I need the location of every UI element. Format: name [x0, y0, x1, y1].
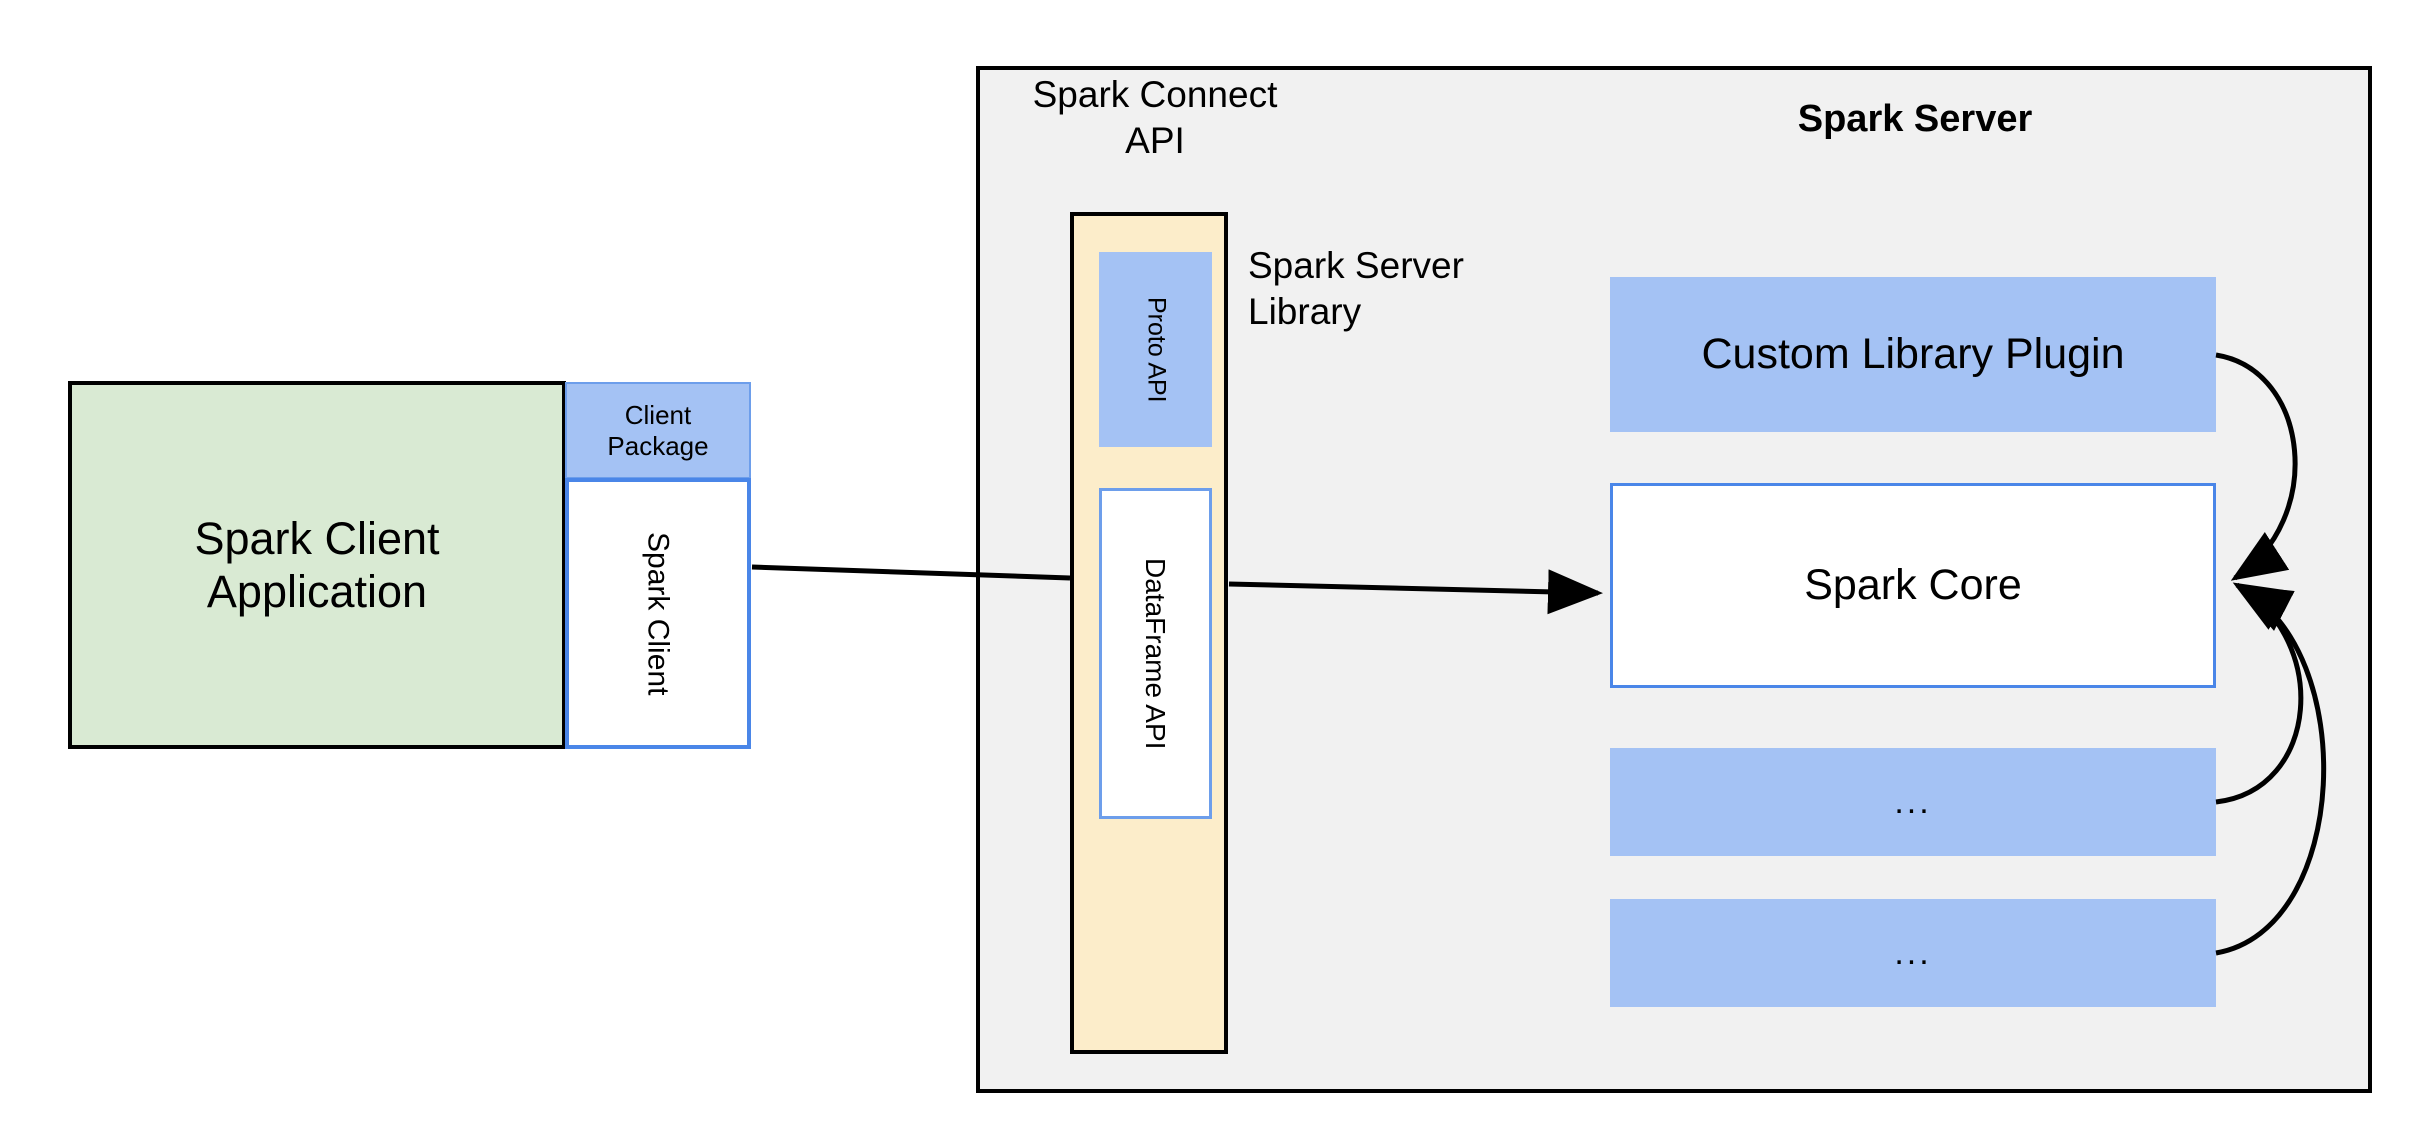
spark-client-application-box[interactable]: Spark Client Application: [68, 381, 566, 749]
proto-api-label: Proto API: [1142, 296, 1171, 403]
spark-core-label: Spark Core: [1804, 561, 2022, 610]
client-package-box[interactable]: Client Package: [565, 382, 751, 479]
spark-connect-api-label: Spark Connect API: [1032, 74, 1278, 162]
spark-server-library-label: Spark Server Library: [1248, 245, 1464, 333]
ellipsis-label-1: ...: [1894, 782, 1932, 821]
ellipsis-box-1[interactable]: ...: [1610, 748, 2216, 856]
dataframe-api-label: DataFrame API: [1140, 557, 1172, 750]
spark-server-title: Spark Server: [1797, 98, 2033, 140]
custom-library-plugin-label: Custom Library Plugin: [1701, 330, 2125, 379]
dataframe-api-box[interactable]: DataFrame API: [1099, 488, 1212, 819]
spark-client-label: Spark Client: [641, 531, 675, 696]
spark-client-application-label: Spark Client Application: [194, 512, 440, 617]
client-package-label: Client Package: [607, 399, 709, 461]
custom-library-plugin-box[interactable]: Custom Library Plugin: [1610, 277, 2216, 432]
spark-client-box[interactable]: Spark Client: [565, 478, 751, 749]
ellipsis-label-2: ...: [1894, 933, 1932, 972]
ellipsis-box-2[interactable]: ...: [1610, 899, 2216, 1007]
proto-api-box[interactable]: Proto API: [1099, 252, 1212, 447]
spark-core-box[interactable]: Spark Core: [1610, 483, 2216, 688]
